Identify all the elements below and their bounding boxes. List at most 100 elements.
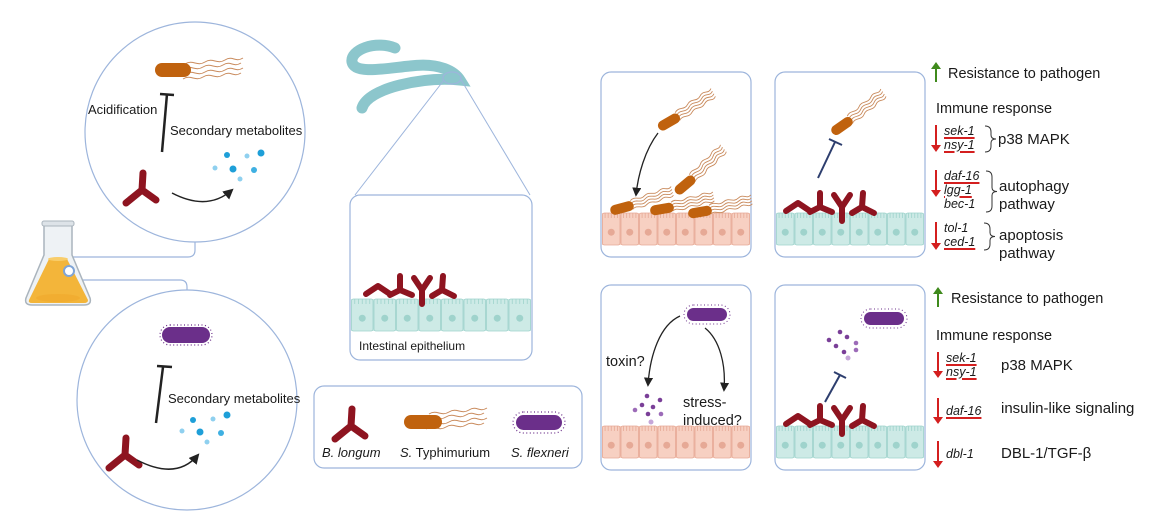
s-flexneri-icon [860,308,908,329]
legend-box [313,385,583,469]
immune-response-title: Immune response [936,328,1053,344]
b-longum-icon [807,190,835,215]
inhibition-bar-icon [159,92,175,153]
zoom-line-left [354,79,445,196]
down-arrow-icon [933,352,943,378]
b-longum-icon [429,273,457,299]
s-typhimurium-icon [674,144,727,195]
b-longum-icon [783,413,813,427]
b-longum-icon [849,190,877,216]
b-longum-icon [363,283,393,297]
stress-label-line1: stress- [683,395,727,411]
gene-tol-1: tol-1 [944,221,969,235]
secondary-metabolites-label: Secondary metabolites [170,123,303,138]
c-elegans-worm-icon [346,39,471,114]
gene-dbl-1: dbl-1 [946,447,974,461]
pathway-apoptosis-2: pathway [999,245,1055,262]
toxin-label: toxin? [606,354,645,370]
b-longum-icon [411,275,433,307]
b-longum-colony [363,273,457,307]
gene-nsy-1: nsy-1 [946,365,977,379]
s-flexneri-icon [683,304,731,325]
b-longum-colony [783,190,877,224]
down-arrow-icon [931,125,941,152]
pathway-p38-mapk: p38 MAPK [1001,357,1073,374]
pathway-p38-mapk: p38 MAPK [998,131,1070,148]
s-typhimurium-icon [688,194,753,219]
gene-group-insulin: daf-16 [946,404,981,418]
toxin-particles-icon [826,329,859,361]
panel-typhimurium-control [600,71,752,258]
legend-label-genus: S. [400,445,413,460]
b-longum-icon [831,405,853,437]
gene-bec-1: bec-1 [944,197,976,211]
down-arrow-icon [933,398,943,424]
in-vitro-typhimurium-circle [84,21,306,243]
brace-icon [983,222,996,251]
b-longum-icon [831,192,853,224]
down-arrow-icon [931,170,941,197]
inhibition-bar-icon [154,364,173,424]
s-typhimurium-icon [831,88,887,136]
legend-s-typhimurium-icon [404,407,488,430]
resistance-label: Resistance to pathogen [948,66,1101,82]
gene-group-autophagy: daf-16 lgg-1 bec-1 [944,169,979,211]
connector-line-bottom [60,279,188,292]
zoom-line-right [459,77,531,196]
protected-epithelium [776,212,924,246]
legend-label-b-longum: B. longum [322,445,381,460]
gene-lgg-1: lgg-1 [944,183,972,197]
panel-flexneri-control [600,284,752,471]
inhibition-bar-icon [824,371,847,403]
stress-arrow-icon [704,327,730,392]
gene-nsy-1: nsy-1 [944,138,975,152]
s-typhimurium-infection-icon [610,88,753,219]
brace-icon [984,125,997,153]
culture-flask-icon [24,220,92,306]
secondary-metabolites-icon [179,411,231,445]
gene-group-apoptosis: tol-1 ced-1 [944,221,975,249]
infected-epithelium [602,212,750,246]
b-longum-colony [783,403,877,437]
down-arrow-icon [931,222,941,250]
up-arrow-icon [933,287,943,307]
acidification-label: Acidification [88,102,158,117]
immune-response-title: Immune response [936,101,1053,117]
pathway-dbl-tgf-beta: DBL-1/TGF-β [1001,445,1092,462]
toxin-particles-icon [632,393,664,425]
s-typhimurium-icon [831,88,887,136]
gene-group-p38: sek-1 nsy-1 [946,351,977,379]
gene-group-dbl: dbl-1 [946,447,974,461]
b-longum-icon [783,200,813,214]
intestinal-epithelium-label: Intestinal epithelium [359,339,466,353]
gene-daf-16: daf-16 [944,169,980,183]
down-arrow-icon [933,441,943,468]
b-longum-icon [807,403,835,428]
legend-label-s-typhimurium: S. Typhimurium [400,445,490,460]
pathway-apoptosis-1: apoptosis [999,227,1064,244]
up-arrow-icon [931,62,941,82]
secretion-arrow-icon [171,188,234,203]
infection-arrow-icon [632,132,659,197]
in-vitro-flexneri-circle [76,289,298,511]
toxin-arrow-icon [643,315,681,387]
gene-ced-1: ced-1 [944,235,976,249]
connector-line-top [60,242,196,258]
intestinal-epithelium [351,298,531,332]
gene-sek-1: sek-1 [944,124,975,138]
s-flexneri-icon [159,324,213,346]
s-typhimurium-icon [650,191,715,216]
gene-sek-1: sek-1 [946,351,977,365]
secondary-metabolites-icon [212,149,265,182]
infected-epithelium [602,425,750,459]
intestinal-epithelium-panel [349,194,533,361]
s-typhimurium-icon [155,57,244,80]
pathway-autophagy-1: autophagy [999,178,1070,195]
b-longum-icon [849,403,877,429]
gene-daf-16: daf-16 [946,404,982,418]
resistance-label: Resistance to pathogen [951,291,1104,307]
stress-label-line2: induced? [683,413,742,429]
s-typhimurium-icon [657,88,716,131]
brace-icon [985,170,998,213]
